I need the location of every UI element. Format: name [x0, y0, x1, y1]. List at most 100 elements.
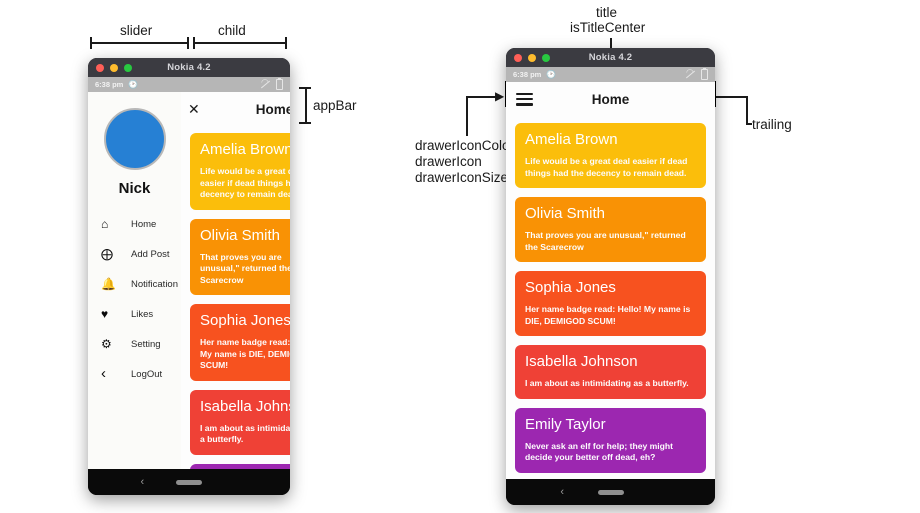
- battery-icon: [701, 67, 708, 80]
- card-title: Amelia Brown: [525, 131, 618, 148]
- right-status-bar: 6:38 pm 🕑: [506, 67, 715, 82]
- left-window-controls[interactable]: [96, 58, 132, 77]
- annotation-drawericon-label: drawerIcon: [415, 154, 482, 169]
- right-status-right: [686, 67, 708, 80]
- slider-bracket-left-tick: [90, 37, 92, 49]
- card-title: Emily Taylor: [525, 415, 606, 433]
- maximize-window-dot[interactable]: [124, 63, 132, 72]
- right-phone-frame: Nokia 4.2 6:38 pm 🕑 Home Amelia Brown Li…: [506, 48, 715, 505]
- avatar[interactable]: [103, 108, 166, 170]
- annotation-appbar-label: appBar: [313, 98, 357, 113]
- logout-icon: ‹: [101, 365, 106, 382]
- list-item[interactable]: Isabella Johnson I am about as intimidat…: [190, 389, 290, 455]
- sidebar-item-add-post[interactable]: ⨁ Add Post: [88, 239, 181, 269]
- sidebar-item-label: Notification: [131, 278, 178, 290]
- sidebar-item-notification[interactable]: 🔔 Notification: [88, 269, 181, 299]
- sidebar-item-logout[interactable]: ‹ LogOut: [88, 359, 181, 389]
- home-icon: ⌂: [101, 217, 109, 231]
- right-screen: Home Amelia Brown Life would be a great …: [506, 82, 715, 479]
- list-item[interactable]: Olivia Smith That proves you are unusual…: [515, 197, 706, 262]
- close-window-dot[interactable]: [514, 53, 522, 62]
- maximize-window-dot[interactable]: [542, 53, 550, 62]
- annotation-is-title-center-label: isTitleCenter: [570, 20, 646, 35]
- right-window-controls[interactable]: [514, 48, 550, 67]
- right-status-time: 6:38 pm: [513, 70, 542, 79]
- minimize-window-dot[interactable]: [110, 63, 118, 72]
- child-bracket-left-tick: [193, 37, 195, 49]
- card-title: Isabella Johnson: [200, 397, 290, 415]
- wifi-off-icon: [686, 67, 695, 79]
- right-card-list[interactable]: Amelia Brown Life would be a great deal …: [506, 116, 715, 479]
- hamburger-icon[interactable]: [516, 92, 533, 106]
- list-item[interactable]: Sophia Jones Her name badge read: Hello!…: [190, 304, 290, 381]
- drawericon-pointer-arrow: ▶: [495, 89, 505, 103]
- home-pill-icon[interactable]: [176, 479, 202, 485]
- appbar-bracket-bar: [305, 87, 307, 123]
- card-text: I am about as intimidating as a butterfl…: [525, 378, 689, 388]
- sidebar-item-home[interactable]: ⌂ Home: [88, 209, 181, 239]
- card-text: Her name badge read: Hello! My name is D…: [200, 337, 290, 370]
- clock-icon: 🕑: [546, 69, 557, 79]
- left-window-titlebar: Nokia 4.2: [88, 58, 290, 77]
- drawer-user-name: Nick: [118, 180, 151, 197]
- appbar-bracket-top-tick: [299, 87, 311, 89]
- list-item[interactable]: Isabella Johnson I am about as intimidat…: [515, 345, 706, 399]
- sidebar-item-label: Home: [131, 218, 157, 230]
- left-status-bar: 6:38 pm 🕑: [88, 77, 290, 92]
- card-text: Life would be a great deal easier if dea…: [525, 156, 688, 178]
- left-screen: ✕ Home Amelia Brown Life would be a grea…: [88, 92, 290, 469]
- notification-icon: 🔔: [101, 277, 116, 291]
- annotation-title-label: title: [596, 5, 618, 20]
- right-nav-bar[interactable]: ‹: [506, 479, 715, 505]
- home-pill-icon[interactable]: [597, 489, 624, 495]
- card-title: Isabella Johnson: [525, 353, 638, 370]
- trailing-pointer-vert: [746, 96, 748, 124]
- right-window-title: Nokia 4.2: [588, 52, 633, 63]
- child-bracket-bar: [193, 42, 287, 44]
- trailing-slot[interactable]: [688, 91, 705, 108]
- close-window-dot[interactable]: [96, 63, 104, 72]
- right-appbar: Home: [506, 82, 715, 116]
- slider-bracket-right-tick: [187, 37, 189, 49]
- back-icon[interactable]: ‹: [560, 486, 564, 498]
- navigation-drawer[interactable]: Nick ⌂ Home ⨁ Add Post 🔔 Notification ♥ …: [88, 92, 181, 469]
- card-title: Olivia Smith: [525, 205, 606, 222]
- left-nav-bar[interactable]: ‹: [88, 469, 290, 495]
- sidebar-item-label: Likes: [131, 308, 154, 320]
- card-text: That proves you are unusual," returned t…: [200, 251, 290, 285]
- close-icon[interactable]: ✕: [188, 100, 200, 117]
- list-item[interactable]: Emily Taylor Never ask an elf for help; …: [190, 463, 290, 469]
- sidebar-item-likes[interactable]: ♥ Likes: [88, 299, 181, 329]
- sidebar-item-setting[interactable]: ⚙ Setting: [88, 329, 181, 359]
- left-status-right: [261, 77, 283, 90]
- minimize-window-dot[interactable]: [528, 53, 536, 62]
- left-status-time: 6:38 pm: [95, 80, 124, 89]
- right-status-left: 6:38 pm 🕑: [513, 70, 556, 79]
- card-title: Olivia Smith: [200, 226, 281, 244]
- wifi-off-icon: [261, 77, 270, 89]
- card-text: I am about as intimidating as a butterfl…: [200, 422, 290, 445]
- setting-icon: ⚙: [101, 337, 112, 351]
- list-item[interactable]: Emily Taylor Never ask an elf for help; …: [515, 407, 706, 473]
- right-appbar-title: Home: [591, 91, 630, 107]
- list-item[interactable]: Sophia Jones Her name badge read: Hello!…: [515, 271, 706, 336]
- list-item[interactable]: Olivia Smith That proves you are unusual…: [190, 218, 290, 295]
- trailing-pointer-horiz: [712, 96, 748, 98]
- left-card-list[interactable]: Amelia Brown Life would be a great deal …: [88, 126, 290, 469]
- likes-icon: ♥: [101, 307, 109, 321]
- sidebar-item-label: Add Post: [131, 248, 170, 260]
- annotation-trailing-label: trailing: [752, 117, 792, 132]
- drawericon-pointer-horiz: [466, 96, 502, 98]
- card-title: Sophia Jones: [200, 312, 290, 329]
- list-item[interactable]: Amelia Brown Life would be a great deal …: [190, 133, 290, 210]
- annotation-drawericoncolor-label: drawerIconColor: [415, 138, 515, 153]
- right-window-titlebar: Nokia 4.2: [506, 48, 715, 67]
- list-item[interactable]: Amelia Brown Life would be a great deal …: [515, 123, 706, 188]
- card-text: Life would be a great deal easier if dea…: [200, 166, 290, 199]
- appbar-bracket-bottom-tick: [299, 122, 311, 124]
- back-icon[interactable]: ‹: [140, 476, 145, 488]
- sidebar-item-label: Setting: [131, 338, 161, 350]
- card-text: That proves you are unusual," returned t…: [525, 230, 686, 252]
- left-phone-frame: Nokia 4.2 6:38 pm 🕑 ✕ Home Amelia Brown …: [88, 58, 290, 495]
- left-window-title: Nokia 4.2: [167, 62, 211, 73]
